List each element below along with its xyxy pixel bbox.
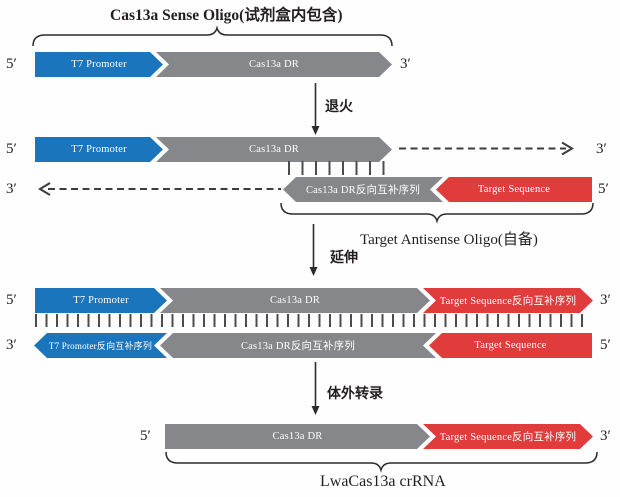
segment-cas13a-dr-rc: Cas13a DR反向互补序列: [160, 333, 436, 358]
end-label-3prime: 3′: [400, 56, 411, 72]
segment-cas13a-dr: Cas13a DR: [165, 424, 430, 449]
segment-target-sequence-rc: Target Sequence反向互补序列: [423, 288, 593, 313]
step-transcribe-label: 体外转录: [327, 385, 383, 401]
segment-label: Target Sequence: [477, 184, 551, 195]
end-label-5prime: 5′: [598, 181, 609, 197]
segment-target-sequence: Target Sequence: [429, 333, 592, 358]
end-label-5prime: 5′: [140, 428, 151, 444]
sense-oligo-title: Cas13a Sense Oligo(试剂盒内包含): [110, 7, 343, 24]
end-label-5prime: 5′: [6, 56, 17, 72]
step-extend-label: 延伸: [330, 249, 358, 265]
end-label-5prime: 5′: [6, 141, 17, 157]
end-label-3prime: 3′: [600, 428, 611, 444]
end-label-5prime: 5′: [6, 292, 17, 308]
segment-cas13a-dr: Cas13a DR: [156, 137, 392, 162]
segment-t7-promoter-rc: T7 Promoter反向互补序列: [34, 333, 167, 358]
segment-label: T7 Promoter反向互补序列: [48, 341, 153, 351]
extend-arrow: [309, 224, 318, 276]
base-pair-ticks-short: [288, 161, 388, 175]
transcribe-arrow: [311, 362, 320, 415]
sense-oligo-brace: [32, 25, 393, 47]
crrna-brace: [165, 451, 598, 473]
segment-cas13a-dr: Cas13a DR: [160, 288, 430, 313]
segment-label: Cas13a DR: [272, 431, 323, 442]
end-label-3prime: 3′: [600, 292, 611, 308]
segment-label: Target Sequence反向互补序列: [439, 296, 577, 307]
segment-t7-promoter: T7 Promoter: [35, 52, 163, 77]
segment-cas13a-dr: Cas13a DR: [156, 52, 392, 77]
end-label-5prime: 5′: [600, 337, 611, 353]
antisense-oligo-brace: [280, 202, 594, 224]
segment-label: Cas13a DR反向互补序列: [305, 185, 421, 196]
end-label-3prime: 3′: [6, 181, 17, 197]
crrna-caption: LwaCas13a crRNA: [320, 473, 446, 490]
segment-label: T7 Promoter: [71, 144, 127, 155]
segment-label: Target Sequence: [474, 340, 547, 351]
end-label-3prime: 3′: [6, 337, 17, 353]
sense-strand-dashed-extension: [399, 141, 574, 156]
anneal-arrow: [311, 83, 320, 135]
antisense-strand-dashed-extension: [38, 182, 281, 196]
end-label-3prime: 3′: [596, 141, 607, 157]
segment-target-sequence-rc: Target Sequence反向互补序列: [423, 424, 593, 449]
segment-label: T7 Promoter: [71, 59, 127, 70]
segment-label: Cas13a DR: [249, 144, 299, 155]
segment-target-sequence: Target Sequence: [436, 177, 592, 202]
segment-cas13a-dr-rc: Cas13a DR反向互补序列: [283, 177, 443, 202]
segment-label: T7 Promoter: [73, 295, 129, 306]
segment-label: Cas13a DR反向互补序列: [240, 341, 356, 352]
segment-label: Cas13a DR: [270, 295, 320, 306]
segment-t7-promoter: T7 Promoter: [35, 137, 163, 162]
base-pair-ticks-long: [35, 314, 589, 327]
antisense-oligo-caption: Target Antisense Oligo(自备): [360, 232, 538, 248]
step-anneal-label: 退火: [325, 98, 353, 114]
segment-label: Cas13a DR: [249, 59, 299, 70]
segment-label: Target Sequence反向互补序列: [439, 432, 577, 443]
segment-t7-promoter: T7 Promoter: [35, 288, 167, 313]
